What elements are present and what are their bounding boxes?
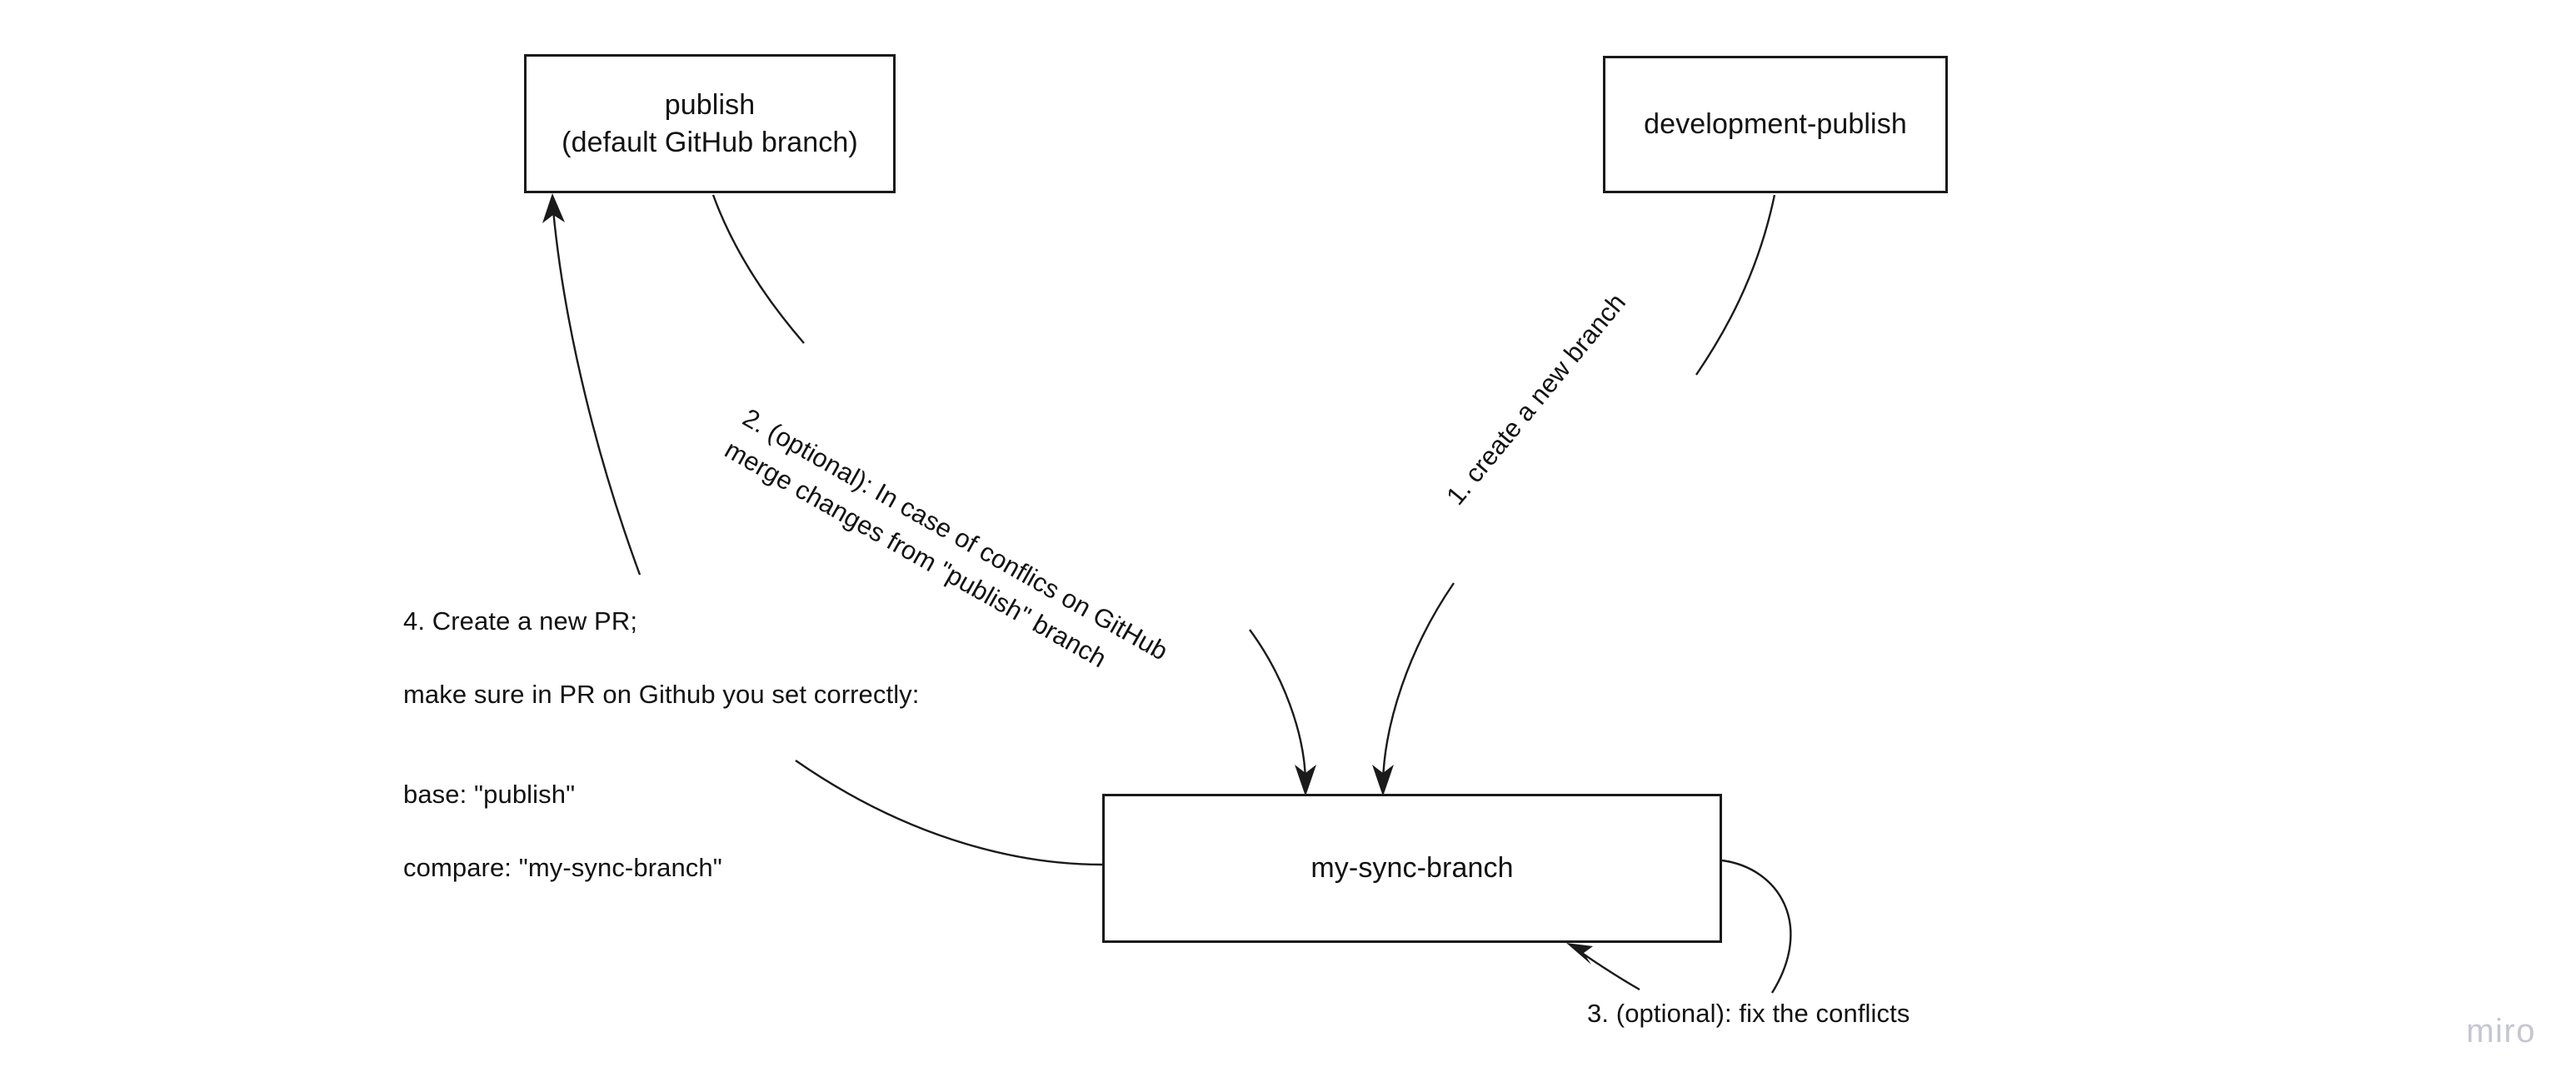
- edge-step1-into-branch: [1381, 582, 1455, 782]
- edge-step4-to-publish: [552, 209, 642, 576]
- edge-label-step4-create-pr[interactable]: 4. Create a new PR; make sure in PR on G…: [403, 566, 920, 886]
- paragraph-spacer: [403, 713, 920, 740]
- edge-label-step3-fix-conflicts[interactable]: 3. (optional): fix the conflicts: [1587, 999, 1910, 1028]
- edge-step3-loop: [1721, 859, 1792, 994]
- node-my-sync-branch[interactable]: my-sync-branch: [1102, 794, 1722, 943]
- miro-watermark: miro: [2466, 1013, 2536, 1050]
- arrowhead-step3-into-branch: [1566, 943, 1593, 965]
- edge-step2-from-publish: [711, 194, 805, 344]
- edge-label-step4-line1: 4. Create a new PR;: [403, 606, 638, 636]
- edge-step2-into-branch: [1249, 629, 1307, 782]
- node-development-publish[interactable]: development-publish: [1603, 56, 1948, 193]
- edge-step3-return: [1579, 950, 1640, 991]
- edge-label-step1-create-branch[interactable]: 1. create a new branch: [1440, 287, 1632, 511]
- edge-label-step4-line4: compare: "my-sync-branch": [403, 853, 722, 883]
- node-publish[interactable]: publish (default GitHub branch): [524, 54, 896, 193]
- arrowhead-into-publish: [542, 193, 565, 223]
- edge-label-step4-line2: make sure in PR on Github you set correc…: [403, 680, 920, 710]
- arrowhead-step1-into-branch: [1372, 765, 1394, 796]
- edge-label-step4-line3: base: "publish": [403, 780, 576, 810]
- arrowhead-step2-into-branch: [1295, 765, 1316, 796]
- edge-step1-from-dev: [1695, 194, 1776, 376]
